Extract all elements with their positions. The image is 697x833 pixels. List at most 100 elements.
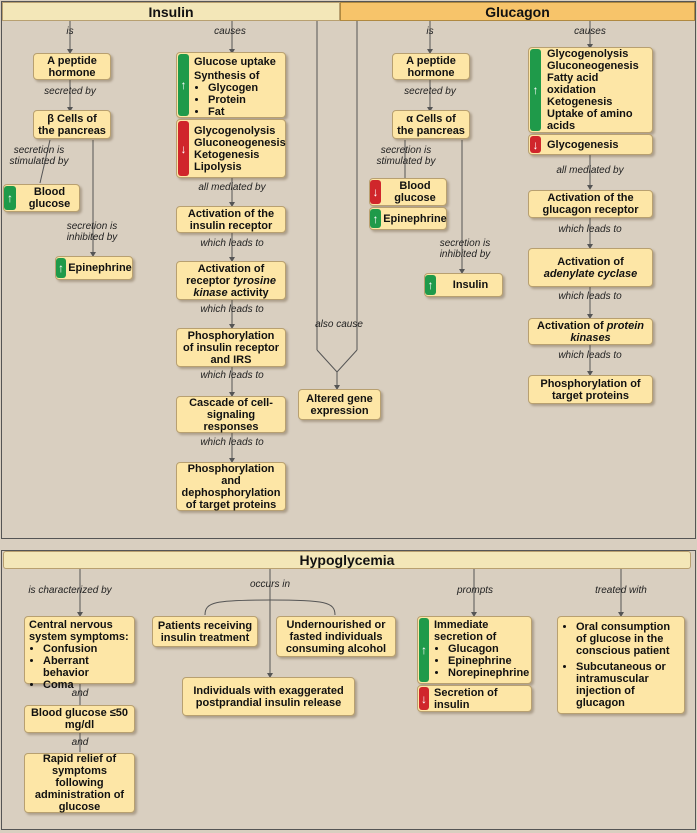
secreted-by-label: secreted by (44, 86, 96, 97)
causes-label: causes (214, 26, 246, 37)
leads-to-label: which leads to (200, 437, 264, 448)
blood-glucose-level-box: Blood glucose ≤50 mg/dl (24, 705, 135, 733)
pk-pre: Activation of (537, 319, 607, 332)
all-mediated-by-label: all mediated by (556, 165, 624, 176)
up-arrow-icon: ↑ (56, 258, 66, 278)
hypoglycemia-header: Hypoglycemia (3, 551, 691, 569)
inhibited-by-label: secretion is inhibited by (66, 221, 118, 243)
protein-kinases-box: Activation of protein kinases (528, 318, 653, 345)
adenylate-cyclase-box: Activation of adenylate cyclase (528, 248, 653, 287)
cascade-box: Cascade of cell-signaling responses (176, 396, 286, 433)
phosphorylation-targets-box: Phosphorylation and dephosphorylation of… (176, 462, 286, 511)
stimulated-by-label: secretion is stimulated by (9, 145, 69, 167)
glucagon-header: Glucagon (340, 2, 695, 21)
top-frame (1, 1, 696, 539)
effect-item: Ketogenesis (547, 96, 613, 108)
tyrosine-kinase-box: Activation of receptor tyrosine kinase a… (176, 261, 286, 300)
altered-gene-expression-box: Altered gene expression (298, 389, 381, 420)
peptide-hormone-box: A peptide hormone (392, 53, 470, 80)
glycogenesis-text: Glycogenesis (547, 138, 619, 151)
prompts-label: prompts (456, 585, 494, 596)
up-arrow-icon: ↑ (178, 54, 189, 116)
down-arrow-icon: ↓ (419, 687, 429, 710)
effect-item: Glycogenolysis (194, 124, 276, 137)
glucagon-stimulated-effects-box: Glycogenolysis Gluconeogenesis Fatty aci… (528, 47, 653, 133)
down-arrow-icon: ↓ (530, 136, 541, 153)
rapid-relief-box: Rapid relief of symptoms following admin… (24, 753, 135, 813)
stimulated-by-label: secretion is stimulated by (376, 145, 436, 167)
insulin-box: Insulin (424, 273, 503, 297)
synthesis-item: Fat (208, 106, 276, 118)
immediate-title: Immediate secretion of (434, 619, 497, 643)
and-label: and (71, 688, 89, 699)
epinephrine-text: Epinephrine (68, 262, 132, 274)
leads-to-label: which leads to (200, 370, 264, 381)
effect-item: Lipolysis (194, 160, 242, 173)
cns-title: Central nervous system symptoms: (29, 619, 129, 643)
effect-item: Glycogenolysis (547, 48, 629, 60)
epinephrine-box: Epinephrine (55, 256, 133, 280)
phosphorylation-target-proteins-box: Phosphorylation of target proteins (528, 375, 653, 404)
immediate-item: Epinephrine (448, 655, 529, 667)
exaggerated-release-box: Individuals with exaggerated postprandia… (182, 677, 355, 716)
secretion-insulin-box: Secretion of insulin (417, 685, 532, 712)
blood-glucose-text: Blood glucose (394, 180, 436, 204)
tyrosine-em: tyrosine kinase (193, 274, 276, 299)
leads-to-label: which leads to (200, 304, 264, 315)
effect-item: Ketogenesis (194, 148, 260, 161)
undernourished-box: Undernourished or fasted individuals con… (276, 616, 396, 657)
alpha-cells-box: α Cells of the pancreas (392, 110, 470, 139)
inhibited-by-label: secretion is inhibited by (439, 238, 491, 260)
treatment-item: Oral consumption of glucose in the consc… (576, 621, 680, 657)
up-arrow-icon: ↑ (419, 618, 429, 682)
blood-glucose-text: Blood glucose (28, 186, 71, 210)
blood-glucose-box: Blood glucose (369, 178, 447, 206)
pk-em: protein kinases (570, 319, 644, 344)
insulin-stimulated-effects-box: Glucose uptake Synthesis of Glycogen Pro… (176, 52, 286, 118)
secretion-insulin-text: Secretion of insulin (434, 686, 498, 711)
immediate-item: Glucagon (448, 643, 529, 655)
insulin-receptor-box: Activation of the insulin receptor (176, 206, 286, 233)
insulin-text: Insulin (452, 279, 489, 291)
up-arrow-icon: ↑ (530, 49, 541, 131)
phosphorylation-irs-box: Phosphorylation of insulin receptor and … (176, 328, 286, 367)
effect-item: Uptake of amino acids (547, 108, 633, 132)
all-mediated-by-label: all mediated by (198, 182, 266, 193)
occurs-in-label: occurs in (249, 579, 290, 590)
tyrosine-post: activity (227, 286, 269, 299)
characterized-by-label: is characterized by (28, 585, 112, 596)
up-arrow-icon: ↑ (425, 275, 436, 295)
treated-with-label: treated with (595, 585, 647, 596)
effect-item: Fatty acid oxidation (547, 72, 599, 96)
patients-insulin-treatment-box: Patients receiving insulin treatment (152, 616, 258, 647)
insulin-inhibited-effects-box: Glycogenolysis Gluconeogenesis Ketogenes… (176, 119, 286, 178)
glucagon-inhibited-effects-box: Glycogenesis (528, 134, 653, 155)
down-arrow-icon: ↓ (178, 121, 189, 176)
beta-cells-box: β Cells of the pancreas (33, 110, 111, 139)
synthesis-text: Synthesis of (194, 70, 260, 82)
glucagon-receptor-box: Activation of the glucagon receptor (528, 190, 653, 218)
adenylate-em: adenylate cyclase (543, 267, 638, 280)
immediate-secretion-box: Immediate secretion of Glucagon Epinephr… (417, 616, 532, 684)
bottom-frame (1, 550, 696, 830)
down-arrow-icon: ↓ (370, 180, 381, 204)
insulin-header: Insulin (2, 2, 340, 21)
effect-item: Gluconeogenesis (547, 60, 639, 72)
causes-label: causes (574, 26, 606, 37)
is-label: is (66, 26, 74, 37)
up-arrow-icon: ↑ (370, 209, 381, 228)
up-arrow-icon: ↑ (4, 186, 16, 210)
treatment-item: Subcutaneous or intramuscular injection … (576, 661, 680, 709)
tyrosine-pre: Activation of receptor (186, 262, 265, 287)
leads-to-label: which leads to (558, 291, 622, 302)
leads-to-label: which leads to (558, 224, 622, 235)
peptide-hormone-box: A peptide hormone (33, 53, 111, 80)
immediate-item: Norepinephrine (448, 667, 529, 679)
cns-symptoms-box: Central nervous system symptoms: Confusi… (24, 616, 135, 691)
is-label: is (426, 26, 434, 37)
cns-item: Confusion (43, 643, 130, 655)
secreted-by-label: secreted by (404, 86, 456, 97)
synthesis-item: Glycogen (208, 82, 276, 94)
and-label: and (71, 737, 89, 748)
